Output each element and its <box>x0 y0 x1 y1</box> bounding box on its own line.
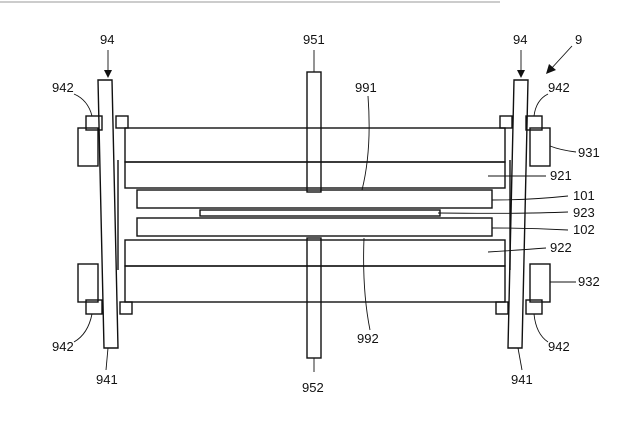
leader-layer-bottom <box>488 248 546 252</box>
leader-nut-tr <box>534 94 548 116</box>
leader-bolt-right-arrow <box>517 70 525 78</box>
separator-layer <box>200 210 440 216</box>
label-terminal-top: 951 <box>303 32 325 47</box>
leader-nut-bl <box>74 314 92 342</box>
label-layer-bottom: 922 <box>550 240 572 255</box>
leader-nut-br <box>534 314 548 342</box>
label-plate-top: 931 <box>578 145 600 160</box>
lower-layer <box>125 240 505 266</box>
leader-electrode-bottom <box>492 228 568 230</box>
leader-coat-top <box>362 96 369 190</box>
upper-layer <box>125 162 505 188</box>
nut-top-right-outer <box>530 128 550 166</box>
label-nut-bottom-right: 942 <box>548 339 570 354</box>
nut-top-left-outer <box>78 128 98 166</box>
label-bolt-left: 94 <box>100 32 114 47</box>
label-separator: 923 <box>573 205 595 220</box>
washer-bottom-right <box>496 302 508 314</box>
lower-end-plate <box>125 266 505 302</box>
label-bolt-right: 94 <box>513 32 527 47</box>
nut-bottom-left-outer <box>78 264 98 302</box>
right-bolt <box>508 80 528 348</box>
label-electrode-bottom: 102 <box>573 222 595 237</box>
terminal-top-post <box>307 72 321 192</box>
label-coat-top: 991 <box>355 80 377 95</box>
leader-device <box>550 46 572 70</box>
label-electrode-top: 101 <box>573 188 595 203</box>
leader-bolt-br <box>518 348 522 370</box>
nut-bottom-right-outer <box>530 264 550 302</box>
lower-electrode <box>137 218 492 236</box>
label-bolt-bottom-right: 941 <box>511 372 533 387</box>
label-nut-bottom-left: 942 <box>52 339 74 354</box>
leader-bolt-bl <box>106 348 108 370</box>
left-bolt <box>98 80 118 348</box>
leader-nut-tl <box>74 94 92 116</box>
label-nut-top-left: 942 <box>52 80 74 95</box>
terminal-bottom-post <box>307 238 321 358</box>
label-bolt-bottom-left: 941 <box>96 372 118 387</box>
leader-separator <box>438 212 568 213</box>
leader-coat-bottom <box>364 238 370 330</box>
leader-plate-top <box>550 146 576 152</box>
label-terminal-bottom: 952 <box>302 380 324 395</box>
leader-bolt-left-arrow <box>104 70 112 78</box>
leader-electrode-top <box>492 196 568 200</box>
label-device: 9 <box>575 32 582 47</box>
washer-top-left <box>116 116 128 128</box>
washer-top-right <box>500 116 512 128</box>
label-layer-top: 921 <box>550 168 572 183</box>
washer-bottom-left <box>120 302 132 314</box>
label-plate-bottom: 932 <box>578 274 600 289</box>
upper-end-plate <box>125 128 505 162</box>
label-nut-top-right: 942 <box>548 80 570 95</box>
label-coat-bottom: 992 <box>357 331 379 346</box>
